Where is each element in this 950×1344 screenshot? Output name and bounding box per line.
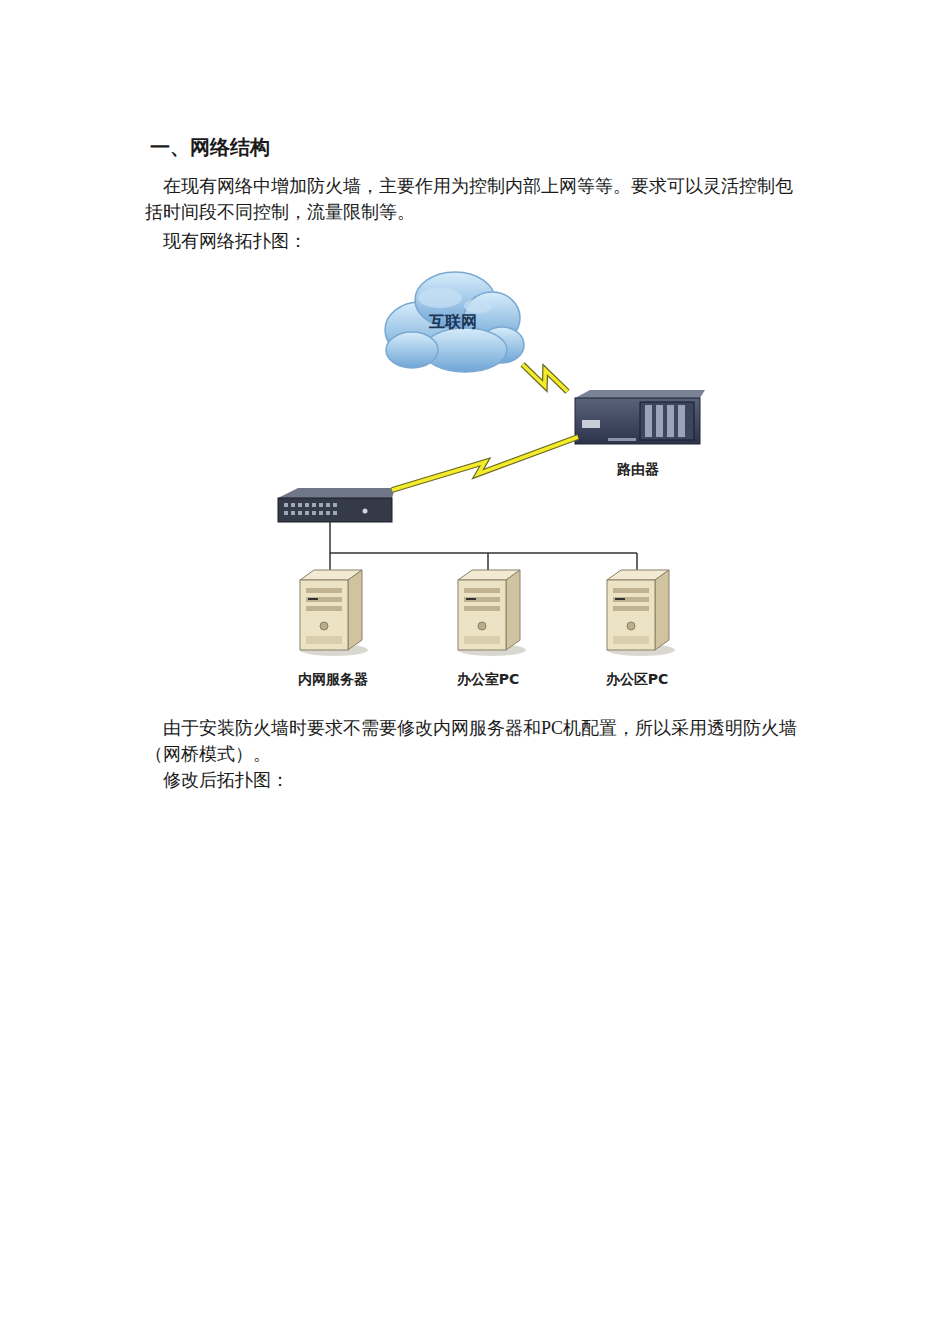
- node-label: 路由器: [617, 460, 659, 478]
- section-heading: 一、网络结构: [150, 134, 270, 161]
- node-label: 办公室PC: [457, 670, 520, 688]
- server-icon: [607, 570, 675, 656]
- lightning-link: [523, 364, 568, 391]
- switch-device: [278, 488, 395, 522]
- node-label: 互联网: [429, 312, 477, 333]
- cloud-node: 互联网: [385, 270, 520, 374]
- body-paragraph: 修改后拓扑图：: [145, 767, 810, 793]
- router-node: 路由器: [570, 390, 705, 478]
- router-device: [575, 390, 705, 444]
- server-icon: [458, 570, 526, 656]
- cloud: [385, 272, 524, 372]
- node-label: 办公区PC: [606, 670, 669, 688]
- wireless-link: [392, 437, 578, 490]
- server-node: 内网服务器: [285, 566, 381, 688]
- link-stroke: [523, 364, 568, 391]
- link-stroke: [523, 364, 568, 391]
- pc-node: 办公室PC: [440, 566, 536, 688]
- body-paragraph: 在现有网络中增加防火墙，主要作用为控制内部上网等等。要求可以灵活控制包括时间段不…: [145, 173, 810, 225]
- pc-node: 办公区PC: [589, 566, 685, 688]
- server-icon: [300, 570, 368, 656]
- body-paragraph: 由于安装防火墙时要求不需要修改内网服务器和PC机配置，所以采用透明防火墙（网桥模…: [145, 715, 810, 767]
- body-paragraph: 现有网络拓扑图：: [145, 228, 810, 254]
- node-label: 内网服务器: [298, 670, 368, 688]
